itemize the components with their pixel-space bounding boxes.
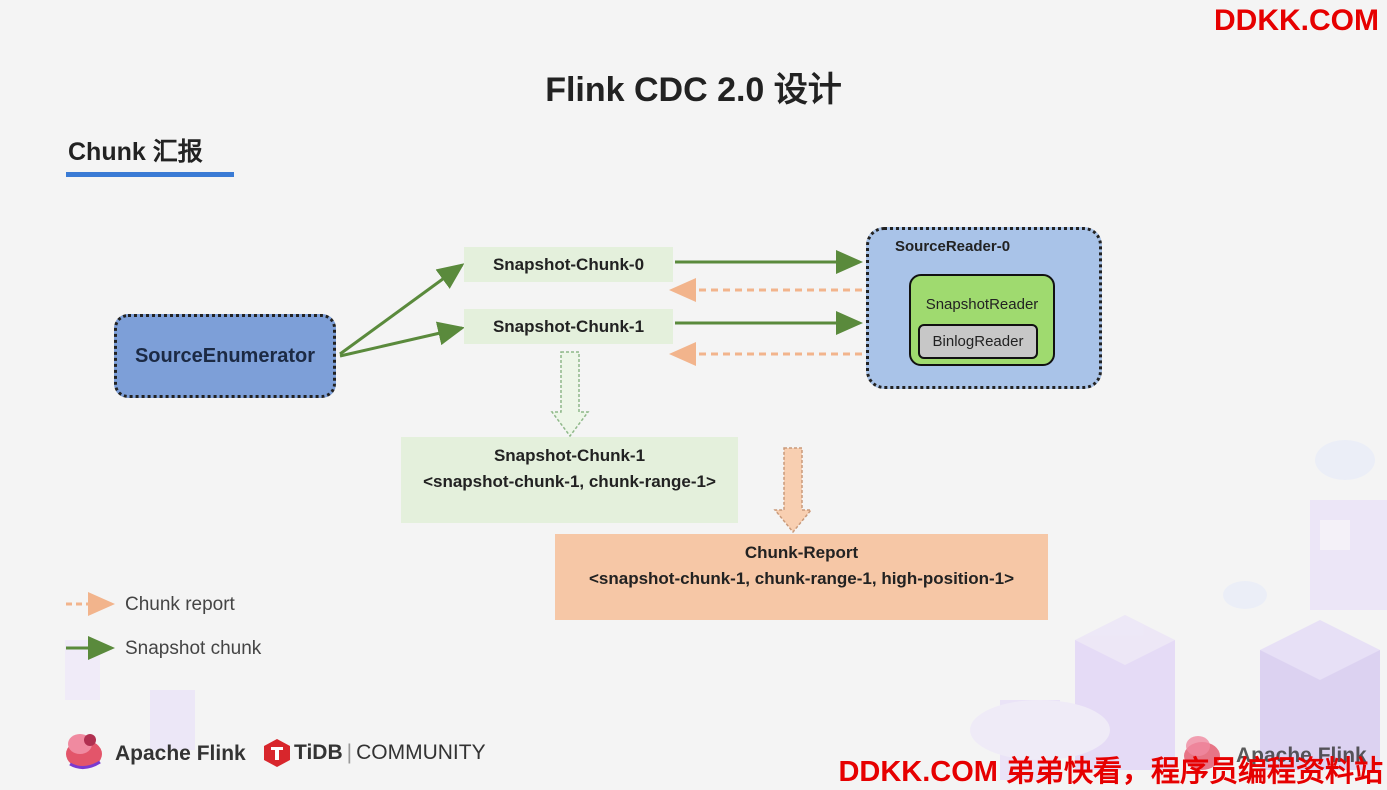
- slide-title: Flink CDC 2.0 设计: [545, 71, 842, 109]
- community-label: COMMUNITY: [356, 741, 486, 764]
- arrow-enum-to-chunk1: [339, 321, 465, 358]
- legend-snapshot-chunk: Snapshot chunk: [125, 638, 262, 659]
- legend-chunk-report: Chunk report: [125, 594, 235, 615]
- binlog-reader-node: BinlogReader: [918, 324, 1038, 359]
- arrow-enum-to-chunk0: [339, 263, 465, 356]
- tidb-separator: |: [346, 741, 353, 764]
- down-arrow-orange: [773, 447, 813, 534]
- info-box-line2: <snapshot-chunk-1, chunk-range-1>: [423, 472, 716, 491]
- report-box-line2: <snapshot-chunk-1, chunk-range-1, high-p…: [588, 569, 1015, 588]
- down-arrow-green: [550, 351, 590, 438]
- snapshot-chunk-1-node: Snapshot-Chunk-1: [464, 309, 673, 344]
- tidb-logo-icon: [264, 739, 290, 767]
- report-box-line1: Chunk-Report: [744, 543, 859, 562]
- footer-apache-flink: Apache Flink: [115, 742, 246, 765]
- source-enumerator-label: SourceEnumerator: [134, 344, 316, 367]
- section-underline: [66, 172, 234, 177]
- chunk-report-box: Chunk-Report <snapshot-chunk-1, chunk-ra…: [555, 534, 1048, 620]
- source-reader-label: SourceReader-0: [895, 238, 1011, 255]
- footer-apache-flink-right: Apache Flink: [1236, 744, 1367, 767]
- source-enumerator-node: SourceEnumerator: [114, 314, 336, 398]
- source-reader-node: SourceReader-0 SnapshotReader BinlogRead…: [866, 227, 1102, 389]
- watermark-bottom: DDKK.COM 弟弟快看，程序员编程资料站: [838, 756, 1383, 788]
- snapshot-chunk-0-label: Snapshot-Chunk-0: [492, 254, 645, 274]
- tidb-label: TiDB: [294, 741, 343, 764]
- flink-logo-right-icon: [1184, 736, 1220, 770]
- footer-tidb-community: TiDB|COMMUNITY: [294, 741, 486, 765]
- snapshot-reader-node: SnapshotReader BinlogReader: [909, 274, 1055, 366]
- flink-logo-icon: [66, 734, 102, 769]
- snapshot-chunk-info-box: Snapshot-Chunk-1 <snapshot-chunk-1, chun…: [401, 437, 738, 523]
- section-title: Chunk 汇报: [68, 138, 203, 166]
- snapshot-chunk-0-node: Snapshot-Chunk-0: [464, 247, 673, 282]
- watermark-top: DDKK.COM: [1214, 4, 1379, 37]
- snapshot-reader-label: SnapshotReader: [925, 296, 1039, 313]
- binlog-reader-label: BinlogReader: [932, 333, 1024, 350]
- info-box-line1: Snapshot-Chunk-1: [493, 446, 646, 465]
- snapshot-chunk-1-label: Snapshot-Chunk-1: [492, 316, 645, 336]
